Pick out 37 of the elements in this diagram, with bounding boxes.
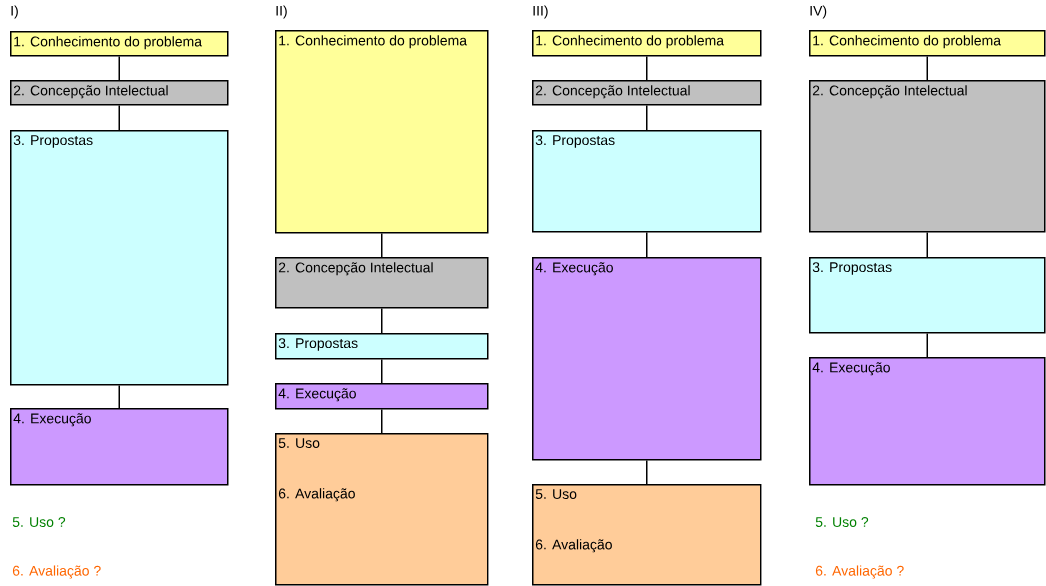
column-label: I)	[11, 5, 18, 19]
connector-line	[926, 332, 928, 358]
process-box: 4. Execução	[10, 408, 229, 486]
process-box: 4. Execução	[809, 357, 1046, 486]
process-box: 4. Execução	[275, 383, 489, 410]
connector-line	[646, 231, 648, 258]
process-box: 3. Propostas	[275, 333, 489, 360]
connector-line	[926, 55, 928, 81]
process-box: 3. Propostas	[809, 257, 1046, 334]
process-box: 5. Uso 6. Avaliação	[532, 484, 762, 586]
connector-line	[926, 231, 928, 258]
process-box: 3. Propostas	[10, 130, 229, 386]
connector-line	[381, 232, 383, 258]
connector-line	[118, 384, 120, 409]
process-box: 4. Execução	[532, 257, 762, 461]
process-box: 1. Conhecimento do problema	[809, 30, 1046, 57]
connector-line	[381, 408, 383, 434]
process-box: 2. Concepção Intelectual	[532, 80, 762, 106]
stage-note: 5. Uso ?	[12, 517, 66, 527]
process-box: 1. Conhecimento do problema	[532, 30, 762, 57]
process-box: 2. Concepção Intelectual	[275, 257, 489, 309]
connector-line	[646, 55, 648, 81]
stage-note: 5. Uso ?	[815, 517, 869, 527]
process-box: 1. Conhecimento do problema	[10, 31, 229, 57]
stage-note: 6. Avaliação ?	[12, 565, 101, 579]
process-box: 5. Uso 6. Avaliação	[275, 433, 489, 586]
process-box: 2. Concepção Intelectual	[809, 80, 1046, 233]
process-box: 3. Propostas	[532, 130, 762, 233]
connector-line	[381, 358, 383, 384]
connector-line	[118, 104, 120, 131]
process-box: 2. Concepção Intelectual	[10, 80, 229, 106]
connector-line	[118, 55, 120, 81]
connector-line	[646, 459, 648, 485]
connector-line	[646, 104, 648, 131]
connector-line	[381, 307, 383, 334]
process-box: 1. Conhecimento do problema	[275, 30, 489, 234]
stage-note: 6. Avaliação ?	[815, 565, 904, 579]
